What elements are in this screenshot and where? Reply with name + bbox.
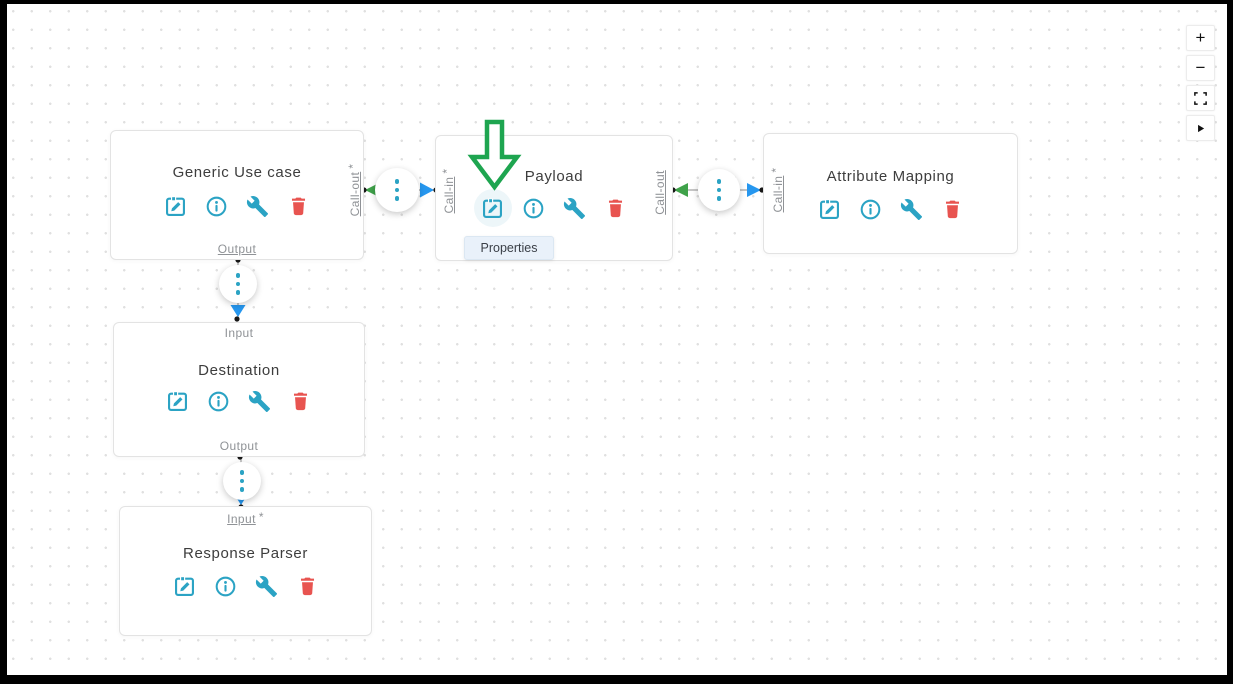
node-toolbar xyxy=(114,388,364,414)
configure-wrench-icon[interactable] xyxy=(248,389,272,413)
node-toolbar xyxy=(111,193,363,219)
properties-clipboard-pencil-icon xyxy=(481,197,504,220)
pan-button[interactable] xyxy=(1186,115,1215,141)
zoom-in-button[interactable]: + xyxy=(1186,25,1215,51)
edge-menu-dots-icon[interactable] xyxy=(219,265,257,303)
delete-trash-icon[interactable] xyxy=(289,389,313,413)
fit-view-button[interactable] xyxy=(1186,85,1215,111)
properties-clipboard-pencil-icon[interactable] xyxy=(817,197,841,221)
delete-trash-icon[interactable] xyxy=(287,194,311,218)
port-output: Output xyxy=(219,439,259,453)
node-title: Payload xyxy=(524,168,584,185)
edge-menu-dots-icon[interactable] xyxy=(223,462,261,500)
node-generic-use-case[interactable]: Generic Use case Call-out* Output xyxy=(110,130,364,260)
port-output[interactable]: Output xyxy=(217,242,257,256)
node-destination[interactable]: Destination Input Output xyxy=(113,322,365,457)
node-title: Destination xyxy=(198,362,280,379)
node-toolbar xyxy=(120,573,371,599)
delete-trash-icon[interactable] xyxy=(940,197,964,221)
node-toolbar xyxy=(436,189,672,227)
info-circle-icon[interactable] xyxy=(858,197,882,221)
properties-clipboard-pencil-icon[interactable] xyxy=(166,389,190,413)
info-circle-icon[interactable] xyxy=(205,194,229,218)
delete-trash-icon[interactable] xyxy=(604,196,628,220)
node-title: Attribute Mapping xyxy=(826,168,955,185)
configure-wrench-icon[interactable] xyxy=(246,194,270,218)
node-toolbar xyxy=(764,196,1017,222)
edge-menu-dots-icon[interactable] xyxy=(698,169,740,211)
properties-icon-hover-highlight[interactable] xyxy=(473,189,512,227)
node-attribute-mapping[interactable]: Attribute Mapping Call-in* xyxy=(763,133,1018,254)
info-circle-icon[interactable] xyxy=(213,574,237,598)
info-circle-icon[interactable] xyxy=(522,196,546,220)
properties-clipboard-pencil-icon[interactable] xyxy=(164,194,188,218)
delete-trash-icon[interactable] xyxy=(295,574,319,598)
properties-tooltip: Properties xyxy=(464,236,554,260)
edge-menu-dots-icon[interactable] xyxy=(375,168,419,212)
configure-wrench-icon[interactable] xyxy=(254,574,278,598)
port-input: Input xyxy=(224,326,254,340)
node-response-parser[interactable]: Response Parser Input* xyxy=(119,506,372,636)
port-input[interactable]: Input* xyxy=(227,510,264,526)
play-triangle-icon xyxy=(1194,122,1207,135)
fit-view-icon xyxy=(1193,91,1208,106)
configure-wrench-icon[interactable] xyxy=(899,197,923,221)
properties-clipboard-pencil-icon[interactable] xyxy=(172,574,196,598)
configure-wrench-icon[interactable] xyxy=(563,196,587,220)
node-title: Generic Use case xyxy=(172,164,302,181)
zoom-out-button[interactable]: − xyxy=(1186,55,1215,81)
node-title: Response Parser xyxy=(183,545,308,562)
canvas-controls: + − xyxy=(1186,25,1215,141)
info-circle-icon[interactable] xyxy=(207,389,231,413)
